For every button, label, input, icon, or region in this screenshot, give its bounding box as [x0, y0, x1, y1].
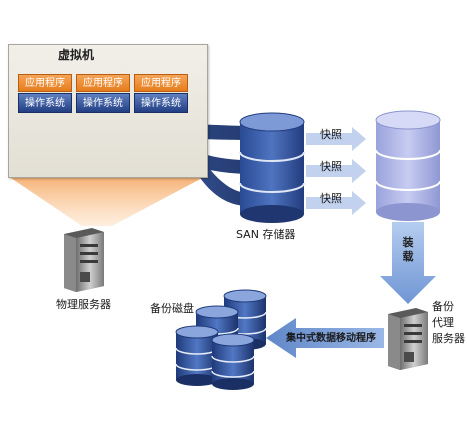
- backup-proxy-label-line3: 服务器: [432, 332, 465, 345]
- backup-disk-icon-1: [211, 333, 255, 390]
- data-mover-label: 集中式数据移动程序: [286, 333, 376, 344]
- vm-card-app-label: 应用程序: [134, 74, 188, 92]
- mount-arrow: [380, 222, 436, 304]
- vm-card-app-label: 应用程序: [76, 74, 130, 92]
- snapshot-storage-icon: [375, 110, 441, 221]
- san-storage-icon: [239, 112, 305, 223]
- snapshot-arrow-2: [306, 159, 366, 183]
- backup-proxy-label-line2: 代理: [432, 316, 454, 329]
- snapshot-label-1: 快照: [320, 128, 342, 141]
- backup-proxy-label-line1: 备份: [432, 300, 454, 313]
- vm-card-1: 应用程序 操作系统: [18, 74, 72, 114]
- snapshot-arrow-3: [306, 191, 366, 215]
- vm-title: 虚拟机: [58, 48, 95, 62]
- physical-server-label: 物理服务器: [56, 298, 111, 311]
- vm-projection-cone: [8, 176, 206, 226]
- data-mover-arrow: [266, 318, 384, 358]
- backup-proxy-server-icon: [388, 308, 428, 370]
- san-storage-label: SAN 存储器: [236, 228, 296, 241]
- snapshot-label-3: 快照: [320, 192, 342, 205]
- backup-disk-icon-2: [175, 325, 219, 386]
- vm-card-os-label: 操作系统: [134, 93, 188, 113]
- vm-card-os-label: 操作系统: [18, 93, 72, 113]
- vm-card-app-label: 应用程序: [18, 74, 72, 92]
- snapshot-arrow-1: [306, 127, 366, 151]
- flow-band-2: [116, 112, 246, 174]
- vm-card-3: 应用程序 操作系统: [134, 74, 188, 114]
- vm-card-os-label: 操作系统: [76, 93, 130, 113]
- flow-band-3: [174, 112, 246, 206]
- physical-server-icon: [64, 228, 104, 292]
- snapshot-label-2: 快照: [320, 160, 342, 173]
- mount-label: 装载: [402, 236, 414, 263]
- backup-disks-label: 备份磁盘: [150, 302, 194, 315]
- vm-card-2: 应用程序 操作系统: [76, 74, 130, 114]
